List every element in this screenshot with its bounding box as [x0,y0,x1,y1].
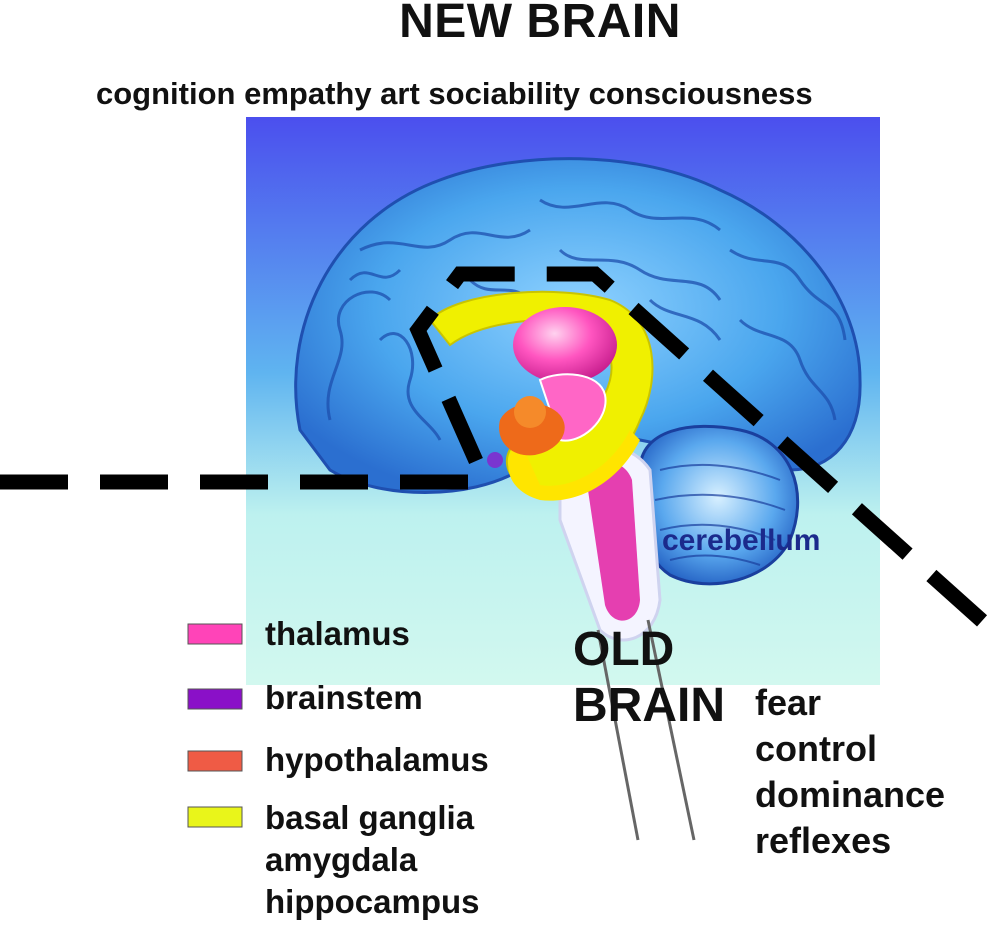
gyri-folds [326,198,847,441]
legend-label-hippocampus: hippocampus [265,883,480,920]
legend-swatch-basal-ganglia [187,806,243,828]
old-brain-line-1: OLD [573,623,675,676]
legend-label-amygdala: amygdala [265,841,418,878]
brain-boundary-line [0,266,995,634]
legend-swatch-thalamus [187,623,243,645]
old-brain-trait: reflexes [755,820,892,861]
legend-swatch-brainstem [187,688,243,710]
hypothalamus-bulb [514,396,546,428]
old-brain-label: OLD BRAIN [573,622,725,734]
basal-ganglia-lower [508,430,640,501]
legend-label: hypothalamus [265,741,489,778]
old-brain-line-2: BRAIN [573,679,725,732]
cerebellum-folia [654,463,786,566]
legend-swatch-hypothalamus [187,750,243,772]
new-brain-functions: cognition empathy art sociability consci… [96,76,813,111]
old-brain-trait: dominance [755,774,946,815]
legend-label: brainstem [265,679,423,716]
legend-label: thalamus [265,615,410,652]
thalamus [513,307,617,383]
brainstem-core [585,461,640,621]
old-brain-functions: fear control dominance reflexes [755,680,945,864]
old-brain-trait: fear [755,682,822,723]
old-brain-trait: control [755,728,877,769]
legend-label: basal ganglia [265,799,475,836]
diagram-title: NEW BRAIN [399,0,681,48]
midbrain-marker [487,452,503,468]
cerebellum-label: cerebellum [662,524,821,557]
spinal-cord-left [596,629,640,841]
spinal-cord-right [646,619,696,841]
